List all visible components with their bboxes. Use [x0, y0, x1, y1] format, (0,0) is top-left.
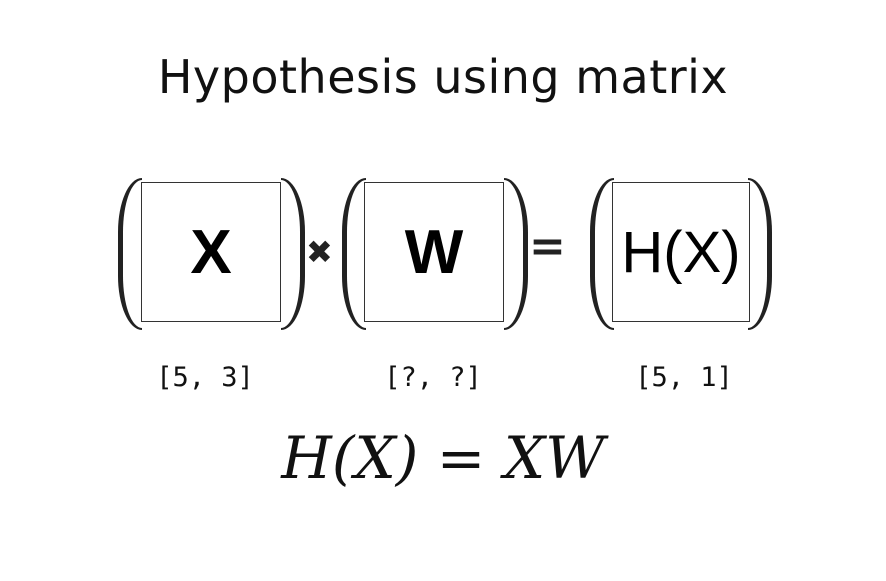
equals-operator: = — [529, 221, 566, 272]
matrix-x-label: X — [190, 217, 232, 287]
matrix-h-box: H(X) — [612, 182, 750, 322]
matrix-x-box: X — [141, 182, 281, 322]
matrix-h-label: H(X) — [621, 219, 741, 285]
matrix-h-right-paren — [748, 178, 772, 330]
matrix-x-right-paren — [281, 178, 305, 330]
multiply-operator: ✖ — [306, 233, 333, 271]
hypothesis-equation: H(X) = XW — [281, 424, 605, 492]
matrix-h-left-paren — [590, 178, 614, 330]
matrix-x-shape: [5, 3] — [156, 362, 254, 393]
matrix-w-label: W — [404, 217, 464, 287]
matrix-x-left-paren — [118, 178, 142, 330]
slide-title: Hypothesis using matrix — [157, 50, 729, 104]
matrix-w-box: W — [364, 182, 504, 322]
matrix-w-left-paren — [342, 178, 366, 330]
matrix-w-right-paren — [504, 178, 528, 330]
matrix-w-shape: [?, ?] — [384, 362, 482, 393]
matrix-h-shape: [5, 1] — [635, 362, 733, 393]
